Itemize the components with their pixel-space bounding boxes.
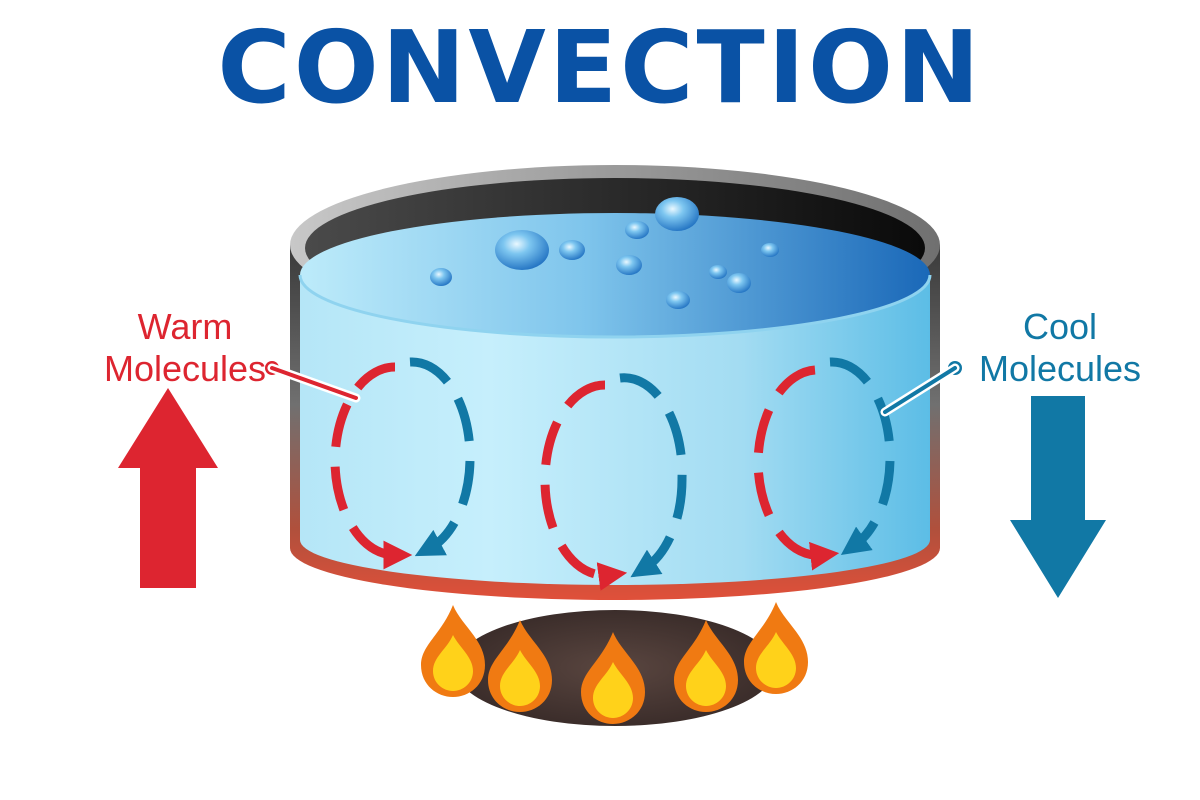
convection-loop-right xyxy=(753,357,895,571)
cool-label-line2: Molecules xyxy=(978,348,1142,389)
flame-icon xyxy=(421,605,485,697)
cool-current-arrow xyxy=(619,373,687,578)
convection-loop-center xyxy=(540,373,687,591)
bubbles xyxy=(430,197,779,309)
water-body xyxy=(300,275,930,585)
warm-rising-arrow xyxy=(118,388,218,588)
warm-molecules-label: Warm Molecules xyxy=(70,306,300,390)
warm-current-arrow xyxy=(540,380,628,591)
cool-current-arrow xyxy=(829,357,895,555)
convection-loop-left xyxy=(330,357,475,570)
cool-sinking-arrow xyxy=(1010,396,1106,598)
warm-label-line2: Molecules xyxy=(103,348,267,389)
water-surface-edge xyxy=(298,274,932,339)
warm-current-arrow xyxy=(753,365,840,571)
flame-icon xyxy=(674,620,738,712)
cool-current-arrow xyxy=(409,357,475,557)
flame-icon xyxy=(581,632,645,724)
cool-label-line1: Cool xyxy=(1022,306,1098,347)
warm-label-line1: Warm xyxy=(137,306,233,347)
warm-current-arrow xyxy=(330,362,413,570)
warm-callout-line xyxy=(265,361,361,403)
cool-callout-line xyxy=(880,361,962,417)
flame-icon xyxy=(744,602,808,694)
cool-molecules-label: Cool Molecules xyxy=(960,306,1160,390)
diagram-title: CONVECTION xyxy=(217,9,983,126)
flames xyxy=(421,602,808,724)
flame-icon xyxy=(488,620,552,712)
